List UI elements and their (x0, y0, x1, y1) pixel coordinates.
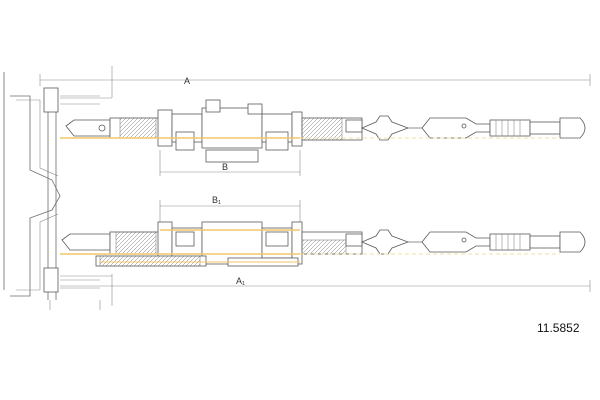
mounting-bracket (3, 66, 113, 310)
dimension-b (159, 149, 301, 176)
dimension-b1-label: B₁ (212, 195, 221, 205)
part-number: 11.5852 (537, 321, 580, 335)
dimension-a (39, 74, 591, 86)
lower-cable (61, 221, 586, 267)
dimension-a-label: A (184, 76, 190, 86)
dimension-a1-label: A₁ (236, 276, 245, 286)
dimension-a1 (60, 280, 591, 292)
upper-cable (65, 99, 586, 151)
dimension-b-label: B (222, 162, 228, 172)
